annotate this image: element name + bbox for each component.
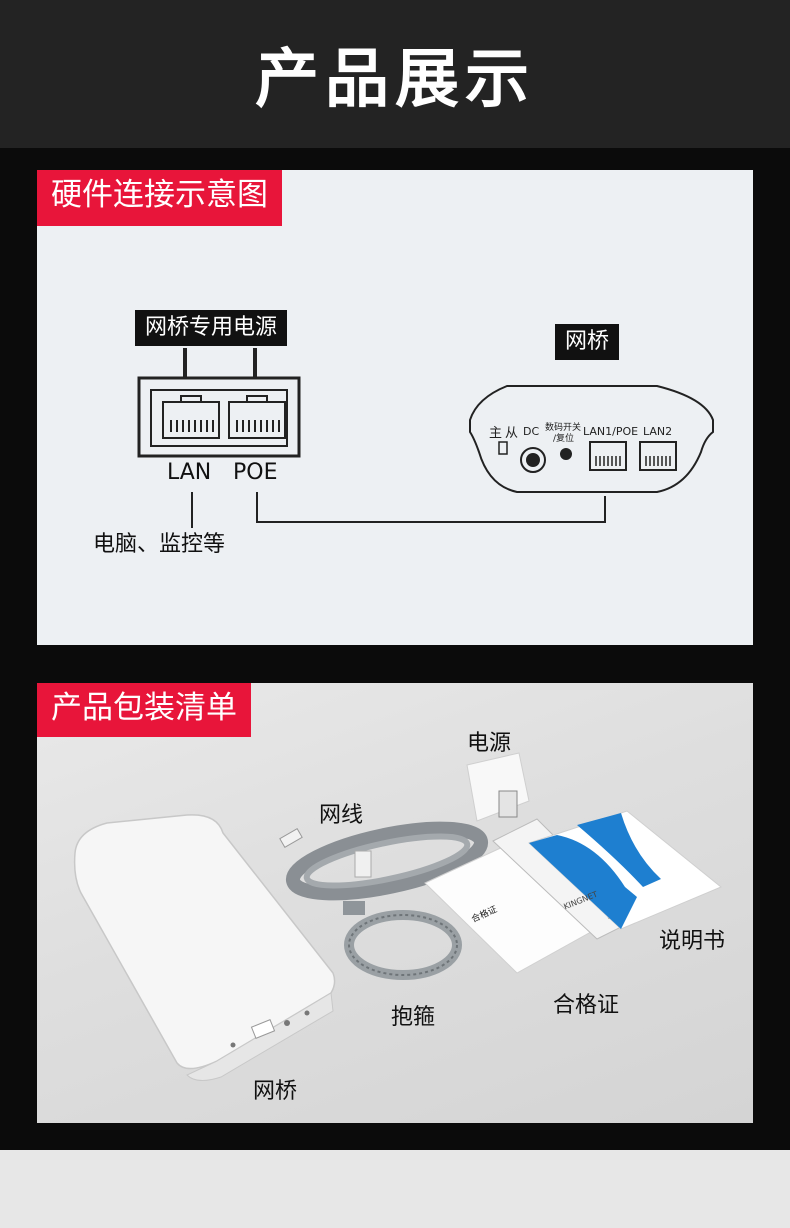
bridge-label: 网桥 bbox=[555, 324, 620, 360]
poe-port-label: POE bbox=[233, 460, 278, 485]
lan2-label: LAN2 bbox=[643, 425, 673, 438]
switch-label-2: /复位 bbox=[553, 434, 575, 444]
clamp-item-label: 抱箍 bbox=[391, 1005, 436, 1030]
page-title: 产品展示 bbox=[255, 43, 535, 117]
package-list-panel: 产品包装清单 电源 网线 说明书 抱箍 合格证 网桥 合格证 KINGNET bbox=[37, 683, 753, 1123]
power-item-label: 电源 bbox=[467, 731, 512, 756]
page: 产品展示 bbox=[0, 0, 790, 1150]
device-label: 电脑、监控等 bbox=[93, 532, 226, 557]
cable-item-label: 网线 bbox=[319, 803, 364, 828]
switch-label-1: 数码开关 bbox=[545, 423, 582, 433]
certificate-item-label: 合格证 bbox=[553, 993, 620, 1018]
connection-diagram-panel: 硬件连接示意图 网桥专用电源 网桥 LAN POE 电脑、监控等 主 从 DC … bbox=[37, 170, 753, 645]
master-label: 主 bbox=[489, 426, 503, 441]
slave-label: 从 bbox=[505, 426, 519, 441]
connection-diagram-drawing bbox=[137, 348, 714, 528]
power-supply-label: 网桥专用电源 bbox=[135, 310, 288, 346]
package-list-tag: 产品包装清单 bbox=[37, 683, 251, 737]
header: 产品展示 bbox=[0, 0, 790, 148]
lan-port-label: LAN bbox=[167, 460, 212, 485]
lan1-label: LAN1/POE bbox=[583, 425, 639, 438]
package-photo bbox=[73, 752, 722, 1081]
manual-item-label: 说明书 bbox=[659, 929, 726, 954]
connection-diagram-tag: 硬件连接示意图 bbox=[37, 170, 282, 226]
dc-label: DC bbox=[523, 425, 540, 438]
bridge-item-label: 网桥 bbox=[253, 1079, 298, 1104]
